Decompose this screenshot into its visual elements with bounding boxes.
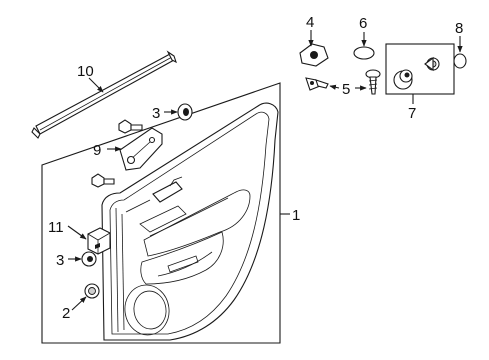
clip: [84, 283, 100, 299]
door-trim-panel: [101, 102, 279, 341]
callout-6: 6: [359, 15, 367, 32]
screw-lower: [91, 173, 115, 188]
grommet-lower: [81, 251, 97, 267]
cap: [353, 46, 375, 60]
clip-group-box: [385, 43, 455, 95]
callout-4: 4: [306, 14, 314, 31]
bracket: [119, 127, 163, 171]
callout-labels: 1 2 3 3 4 5 6 7 8 9 10 11: [48, 14, 463, 322]
leader-lines: [67, 30, 463, 311]
callout-3-lower: 3: [56, 252, 64, 269]
callout-3-upper: 3: [152, 105, 160, 122]
callout-2: 2: [62, 305, 70, 322]
switch-connector: [87, 227, 111, 255]
callout-9: 9: [93, 142, 101, 159]
callout-8: 8: [455, 20, 463, 37]
grommet-upper: [177, 103, 193, 121]
screw-5a: [305, 77, 329, 91]
door-panel-box: [41, 82, 281, 344]
small-bracket: [299, 43, 329, 67]
screw-upper: [118, 119, 143, 134]
screw-5b: [365, 69, 381, 95]
callout-5: 5: [342, 81, 350, 98]
callout-7: 7: [408, 105, 416, 122]
ring: [453, 53, 467, 69]
callout-10: 10: [77, 63, 94, 80]
callout-1: 1: [292, 207, 300, 224]
weatherstrip: [31, 50, 177, 139]
callout-11: 11: [48, 219, 64, 236]
